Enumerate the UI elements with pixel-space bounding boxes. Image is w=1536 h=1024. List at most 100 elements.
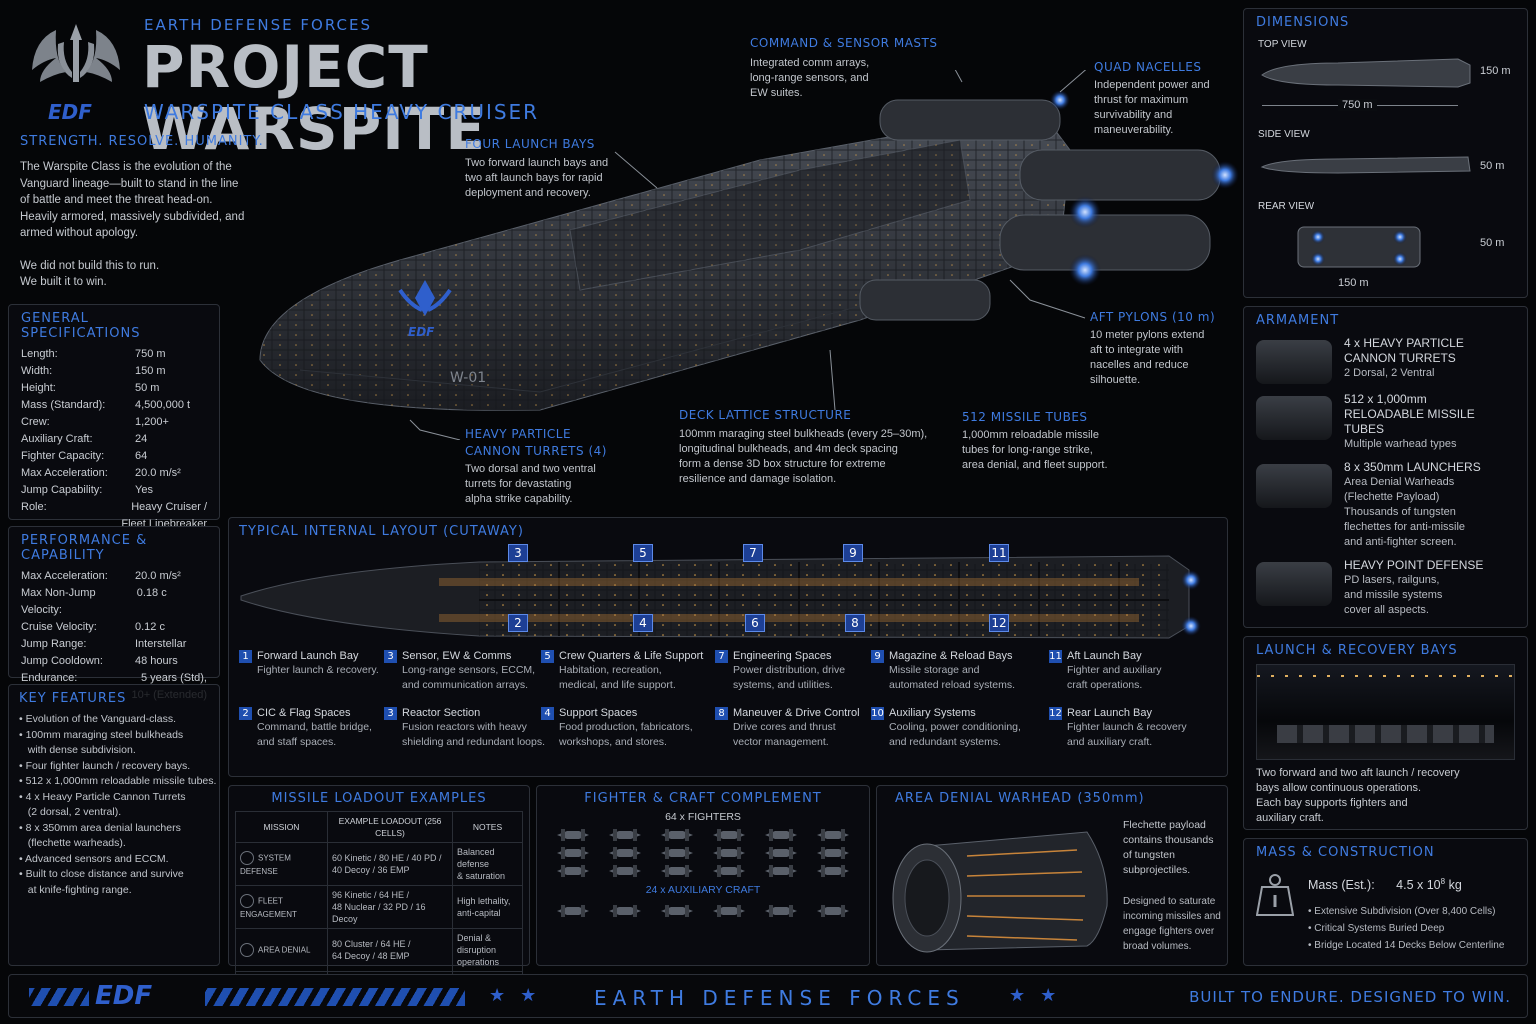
legend-title: Sensor, EW & Comms: [402, 650, 512, 662]
fighter-icon: [703, 864, 755, 878]
mass-item: • Bridge Located 14 Decks Below Centerli…: [1308, 940, 1505, 951]
dimensions-title: DIMENSIONS: [1256, 15, 1350, 30]
loadout-cell: 80 Cluster / 64 HE /64 Decoy / 48 EMP: [327, 928, 453, 972]
footer-center-text: EARTH DEFENSE FORCES: [594, 986, 965, 1010]
performance-title: PERFORMANCE & CAPABILITY: [21, 533, 148, 563]
legend-title: Aft Launch Bay: [1067, 650, 1142, 662]
notes-line: anti-capital: [457, 908, 501, 918]
mass-label: Mass (Est.):: [1308, 878, 1375, 893]
callout-cannons-count: (4): [588, 444, 607, 458]
fighter-icon: [703, 846, 755, 860]
callout-line: longitudinal bulkheads, and 4m deck spac…: [679, 443, 898, 455]
armament-name: HEAVY POINT DEFENSE: [1344, 558, 1484, 572]
callout-line: silhouette.: [1090, 374, 1141, 386]
armament-name: 8 x 350mm LAUNCHERS: [1344, 460, 1481, 474]
legend-desc: Missile storage and: [889, 664, 980, 676]
aux-craft-icon: [651, 904, 703, 918]
legend-number: 12: [1049, 707, 1062, 720]
callout-line: resilience and damage isolation.: [679, 473, 837, 485]
armament-desc: Thousands of tungsten: [1344, 506, 1456, 518]
aux-craft-icon: [807, 904, 859, 918]
cutaway-title: TYPICAL INTERNAL LAYOUT (CUTAWAY): [239, 524, 524, 539]
section-badge: 4: [633, 614, 653, 632]
legend-desc: workshops, and stores.: [559, 736, 667, 748]
warhead-illustration: [892, 831, 1108, 953]
spec-row: Endurance: 5 years (Std),: [21, 670, 207, 687]
star-icon: ★ ★: [1009, 985, 1057, 1005]
legend-desc: Drive cores and thrust: [733, 721, 836, 733]
mission-cell: AREA DENIAL: [235, 928, 328, 972]
spec-row: Jump Cooldown:48 hours: [21, 653, 207, 670]
loadout-line: 40 Decoy / 36 EMP: [332, 865, 410, 875]
callout-line: long-range sensors, and: [750, 72, 869, 84]
spec-label: Max Acceleration:: [21, 467, 108, 479]
section-badge: 5: [633, 544, 653, 562]
mission-name: SYSTEM DEFENSE: [240, 852, 291, 876]
notes-cell: High lethality,anti-capital: [452, 885, 523, 929]
legend-desc: Cooling, power conditioning,: [889, 721, 1021, 733]
col-header: MISSION: [235, 811, 328, 843]
intro-line: Heavily armored, massively subdivided, a…: [20, 210, 245, 223]
legend-number: 3: [384, 650, 397, 663]
callout-pylons-name: AFT PYLONS: [1090, 310, 1168, 324]
mass-unit: kg: [1445, 878, 1462, 893]
spec-value: Interstellar: [135, 638, 187, 650]
footer: EDF ★ ★ EARTH DEFENSE FORCES ★ ★ BUILT T…: [8, 974, 1528, 1018]
key-features-title: KEY FEATURES: [19, 691, 127, 706]
spec-row: Width:150 m: [21, 363, 207, 380]
callout-masts-title: COMMAND & SENSOR MASTS: [750, 36, 938, 50]
ship-superstructure: [569, 139, 971, 291]
callout-lattice-title: DECK LATTICE STRUCTURE: [679, 408, 852, 422]
notes-line: Balanced defense: [457, 847, 495, 869]
warhead-title: AREA DENIAL WARHEAD (350mm): [887, 791, 1217, 806]
spec-value: 150 m: [135, 365, 166, 377]
intro: STRENGTH. RESOLVE. HUMANITY. The Warspit…: [20, 134, 270, 291]
spec-value: 5 years (Std),: [140, 672, 207, 684]
mass-panel: MASS & CONSTRUCTION Mass (Est.): 4.5 x 1…: [1243, 838, 1528, 966]
callout-lattice-desc: 100mm maraging steel bulkheads (every 25…: [679, 427, 927, 487]
org-name: EARTH DEFENSE FORCES: [144, 16, 372, 34]
legend-desc: systems, and utilities.: [733, 679, 833, 691]
intro-line: We built it to win.: [20, 276, 107, 288]
legend-title: Forward Launch Bay: [257, 650, 359, 662]
callout-line: two aft launch bays for rapid: [465, 172, 603, 184]
callout-line: Independent power and: [1094, 79, 1210, 91]
legend-title: Crew Quarters & Life Support: [559, 650, 704, 662]
rear-view-height: 50 m: [1480, 237, 1505, 249]
spec-row: Jump Range:Interstellar: [21, 636, 207, 653]
spec-label: Endurance:: [21, 672, 78, 684]
performance-panel: PERFORMANCE & CAPABILITY Max Acceleratio…: [8, 526, 220, 701]
section-badge: 2: [508, 614, 528, 632]
callout-line: deployment and recovery.: [465, 187, 591, 199]
legend-number: 7: [715, 650, 728, 663]
weapon-icon: [1256, 562, 1332, 606]
fighter-icon: [755, 864, 807, 878]
edf-emblem-icon: [32, 24, 120, 82]
aux-craft-grid: [547, 904, 859, 918]
spec-row: Jump Capability:Yes: [21, 482, 207, 499]
weapon-icon: [1256, 396, 1332, 440]
legend-desc: and communication arrays.: [402, 679, 529, 691]
legend-title: Maneuver & Drive Control: [733, 707, 860, 719]
mission-cell: SYSTEM DEFENSE: [235, 842, 328, 886]
fighter-icon: [807, 828, 859, 842]
callout-line: nacelles and reduce: [1090, 359, 1189, 371]
mass-number: 4.5 x 10: [1396, 878, 1441, 893]
spec-label: Fighter Capacity:: [21, 450, 105, 462]
spec-value: 1,200+: [135, 416, 169, 428]
spec-row: Crew:1,200+: [21, 414, 207, 431]
missile-icon: [240, 893, 254, 908]
legend-desc: craft operations.: [1067, 679, 1143, 691]
callout-line: tubes for long-range strike,: [962, 444, 1093, 456]
legend-number: 2: [239, 707, 252, 720]
spec-label: Auxiliary Craft:: [21, 433, 93, 445]
